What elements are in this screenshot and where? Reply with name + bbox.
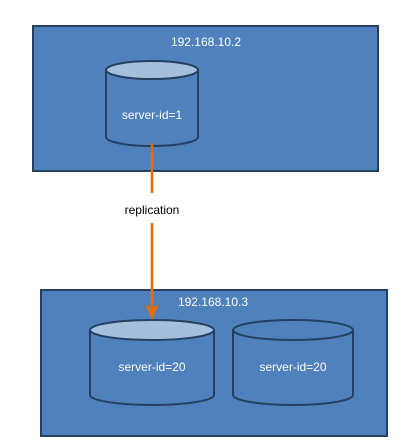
server-id-label: server-id=1: [122, 108, 183, 122]
database-cylinder: server-id=20: [232, 319, 354, 406]
cylinder-body: [89, 330, 215, 406]
cylinder-body: [232, 330, 354, 406]
server-id-label: server-id=20: [259, 360, 326, 374]
database-cylinder: server-id=1: [105, 60, 199, 147]
top-host-group: 192.168.10.2 server-id=1: [32, 25, 379, 172]
replication-label: replication: [125, 203, 180, 217]
cylinder-top: [105, 60, 199, 80]
bottom-host-group: 192.168.10.3 server-id=20 server-id=20: [40, 289, 388, 437]
replication-connector: replication: [125, 143, 180, 320]
database-cylinder: server-id=20: [89, 319, 215, 406]
bottom-host-ip-label: 192.168.10.3: [178, 295, 248, 309]
top-host-ip-label: 192.168.10.2: [171, 35, 241, 49]
cylinder-top: [232, 319, 354, 341]
arrow-head-icon: [145, 304, 159, 320]
server-id-label: server-id=20: [118, 360, 185, 374]
top-host-box: [32, 25, 379, 172]
cylinder-top: [89, 319, 215, 341]
